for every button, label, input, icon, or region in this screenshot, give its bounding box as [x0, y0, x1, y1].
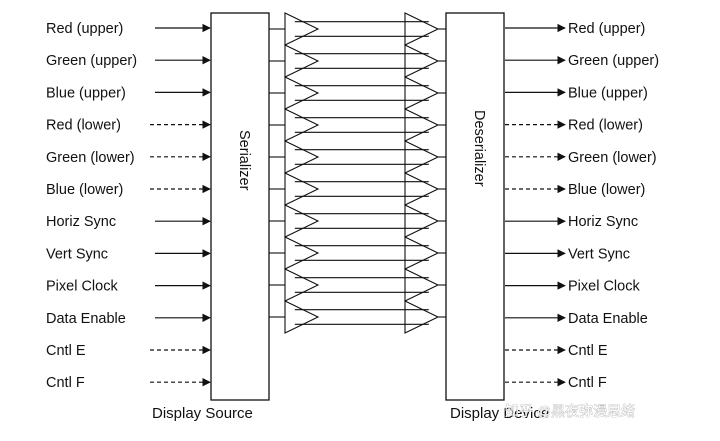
- output-label: Blue (lower): [568, 182, 645, 198]
- input-label: Horiz Sync: [46, 214, 116, 230]
- output-label: Red (lower): [568, 118, 643, 134]
- line-receiver-triangle: [404, 44, 440, 78]
- output-label: Pixel Clock: [568, 279, 640, 295]
- input-label: Green (upper): [46, 53, 137, 69]
- line-receiver-triangle: [404, 268, 440, 302]
- line-receiver-triangle: [404, 236, 440, 270]
- line-receiver-triangle: [404, 204, 440, 238]
- output-label: Blue (upper): [568, 85, 648, 101]
- input-label: Cntl F: [46, 375, 85, 391]
- serializer-label: Serializer: [236, 130, 252, 191]
- output-label: Cntl F: [568, 375, 607, 391]
- deserializer-label: Deserializer: [471, 110, 487, 187]
- output-label: Vert Sync: [568, 246, 630, 262]
- line-driver-triangle: [284, 12, 320, 46]
- line-receiver-triangle: [404, 76, 440, 110]
- link-buffer-channel: [269, 12, 446, 334]
- input-signals: Red (upper) Green (upper) Blue (upper) Red …: [46, 21, 211, 391]
- source-caption: Display Source: [152, 405, 253, 422]
- output-label: Horiz Sync: [568, 214, 638, 230]
- line-driver-triangle: [284, 76, 320, 110]
- line-receiver-triangle: [404, 300, 440, 334]
- output-label: Data Enable: [568, 311, 648, 327]
- input-label: Vert Sync: [46, 246, 108, 262]
- line-receiver-triangle: [404, 172, 440, 206]
- device-caption: Display Device: [450, 405, 549, 422]
- output-label: Cntl E: [568, 343, 608, 359]
- input-label: Red (upper): [46, 21, 123, 37]
- line-driver-triangle: [284, 108, 320, 142]
- line-driver-triangle: [284, 204, 320, 238]
- output-label: Green (upper): [568, 53, 659, 69]
- input-label: Blue (lower): [46, 182, 123, 198]
- line-driver-triangle: [284, 268, 320, 302]
- output-signals: Red (upper) Green (upper) Blue (upper) Red …: [505, 21, 659, 391]
- watermark-text: 知乎 @黑夜弥漫思绪: [505, 403, 635, 419]
- line-driver-triangle: [284, 172, 320, 206]
- input-label: Red (lower): [46, 118, 121, 134]
- serializer-block: [210, 12, 270, 401]
- line-receiver-triangle: [404, 12, 440, 46]
- input-label: Data Enable: [46, 311, 126, 327]
- input-label: Pixel Clock: [46, 279, 118, 295]
- line-receiver-triangle: [404, 140, 440, 174]
- input-label: Blue (upper): [46, 85, 126, 101]
- output-label: Green (lower): [568, 150, 657, 166]
- output-label: Red (upper): [568, 21, 645, 37]
- deserializer-block: [445, 12, 505, 401]
- line-receiver-triangle: [404, 108, 440, 142]
- input-label: Cntl E: [46, 343, 86, 359]
- line-driver-triangle: [284, 236, 320, 270]
- line-driver-triangle: [284, 300, 320, 334]
- input-label: Green (lower): [46, 150, 135, 166]
- line-driver-triangle: [284, 44, 320, 78]
- line-driver-triangle: [284, 140, 320, 174]
